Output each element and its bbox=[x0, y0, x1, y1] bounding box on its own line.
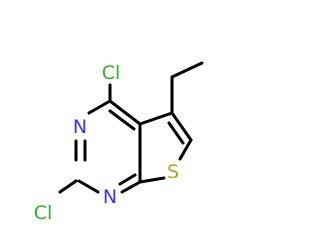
bond-lines bbox=[58, 61, 204, 194]
atom-chlorine-bottom: Cl bbox=[34, 202, 53, 224]
bond-c2-cl bbox=[58, 179, 78, 194]
bond-methyl-tip bbox=[170, 61, 204, 79]
bond-n1-c7a bbox=[120, 180, 142, 194]
bond-c5-c6 bbox=[170, 111, 193, 142]
bond-c4a-c4-inner bbox=[108, 109, 136, 131]
atom-nitrogen-lower: N bbox=[103, 186, 117, 208]
atom-nitrogen-upper: N bbox=[73, 116, 87, 138]
bond-c4a-c4 bbox=[108, 99, 142, 126]
bond-c5-c6-inner bbox=[167, 121, 185, 145]
bond-c6-s bbox=[178, 138, 193, 161]
bond-c2-n1 bbox=[77, 179, 100, 194]
atom-chlorine-top: Cl bbox=[102, 62, 121, 84]
bond-n1-c7a-inner bbox=[118, 173, 137, 186]
bond-c4-n3 bbox=[87, 99, 112, 115]
molecule-structure: Cl Cl N N S bbox=[34, 61, 204, 224]
bond-c4a-c5 bbox=[138, 111, 174, 126]
atom-sulfur: S bbox=[167, 161, 179, 183]
bond-s-c7a bbox=[138, 176, 166, 184]
